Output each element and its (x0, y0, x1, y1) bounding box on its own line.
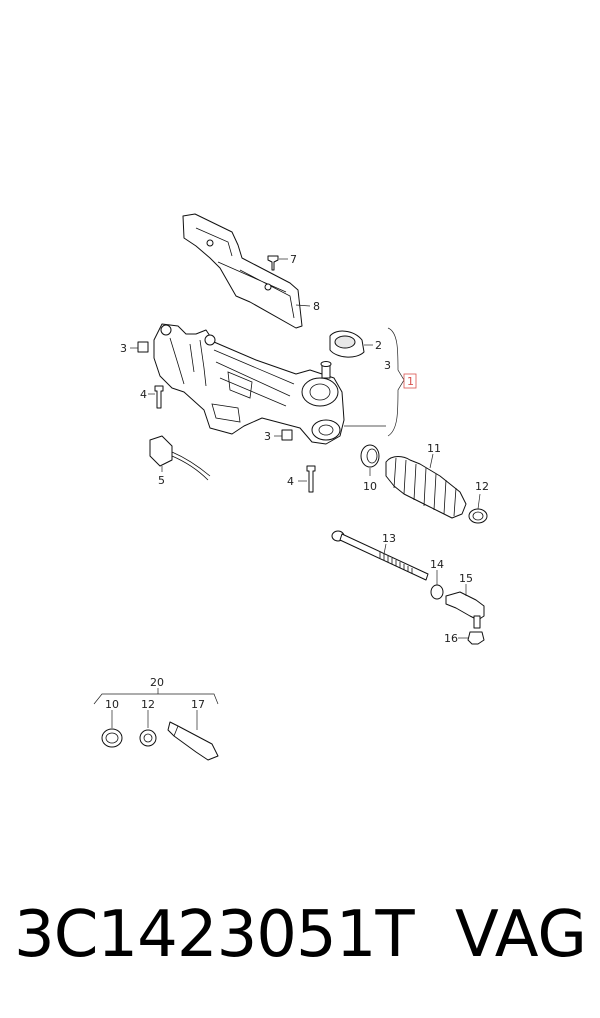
callout-10-upper: 10 (363, 480, 377, 493)
callout-14: 14 (430, 558, 444, 571)
callout-7: 7 (290, 253, 297, 266)
callout-12-upper: 12 (475, 480, 489, 493)
screw-part (267, 255, 288, 271)
lock-nut-part (430, 570, 444, 600)
callout-13: 13 (382, 532, 396, 545)
small-clamp-part (468, 493, 488, 524)
steering-rack-part (153, 323, 386, 445)
callout-16: 16 (444, 632, 458, 645)
brand-label: VAG (455, 898, 587, 972)
kit-clamp-part (101, 728, 123, 748)
bellows-boot-part (385, 453, 467, 519)
heat-shield-part (182, 213, 303, 329)
long-bolt-part (148, 385, 164, 409)
tie-rod-end-part (445, 584, 485, 629)
callout-2: 2 (375, 339, 382, 352)
grease-tube-part (167, 721, 219, 761)
bolt-part-lower (274, 429, 293, 441)
long-bolt-part-lower (298, 465, 316, 493)
kit-small-clamp-part (139, 729, 157, 747)
rubber-mount-part (329, 330, 373, 358)
sensor-connector-part (149, 435, 211, 481)
self-locking-nut-part (458, 631, 485, 645)
callout-12-kit: 12 (141, 698, 155, 711)
callout-4-upper: 4 (140, 388, 147, 401)
clamp-part (360, 444, 380, 476)
callout-4-lower: 4 (287, 475, 294, 488)
callout-3-lower: 3 (264, 430, 271, 443)
bolt-part (130, 341, 149, 353)
callout-3-upper: 3 (120, 342, 127, 355)
callout-8: 8 (313, 300, 320, 313)
callout-10-kit: 10 (105, 698, 119, 711)
callout-11: 11 (427, 442, 441, 455)
part-number: 3C1423051T (14, 898, 415, 972)
callout-17: 17 (191, 698, 205, 711)
callout-20: 20 (150, 676, 164, 689)
callout-15: 15 (459, 572, 473, 585)
callout-5: 5 (158, 474, 165, 487)
callout-3-bracket: 3 (384, 359, 391, 372)
footer: 3C1423051T VAG (0, 890, 600, 980)
tie-rod-part (331, 530, 429, 581)
callout-1: 1 (407, 375, 414, 388)
